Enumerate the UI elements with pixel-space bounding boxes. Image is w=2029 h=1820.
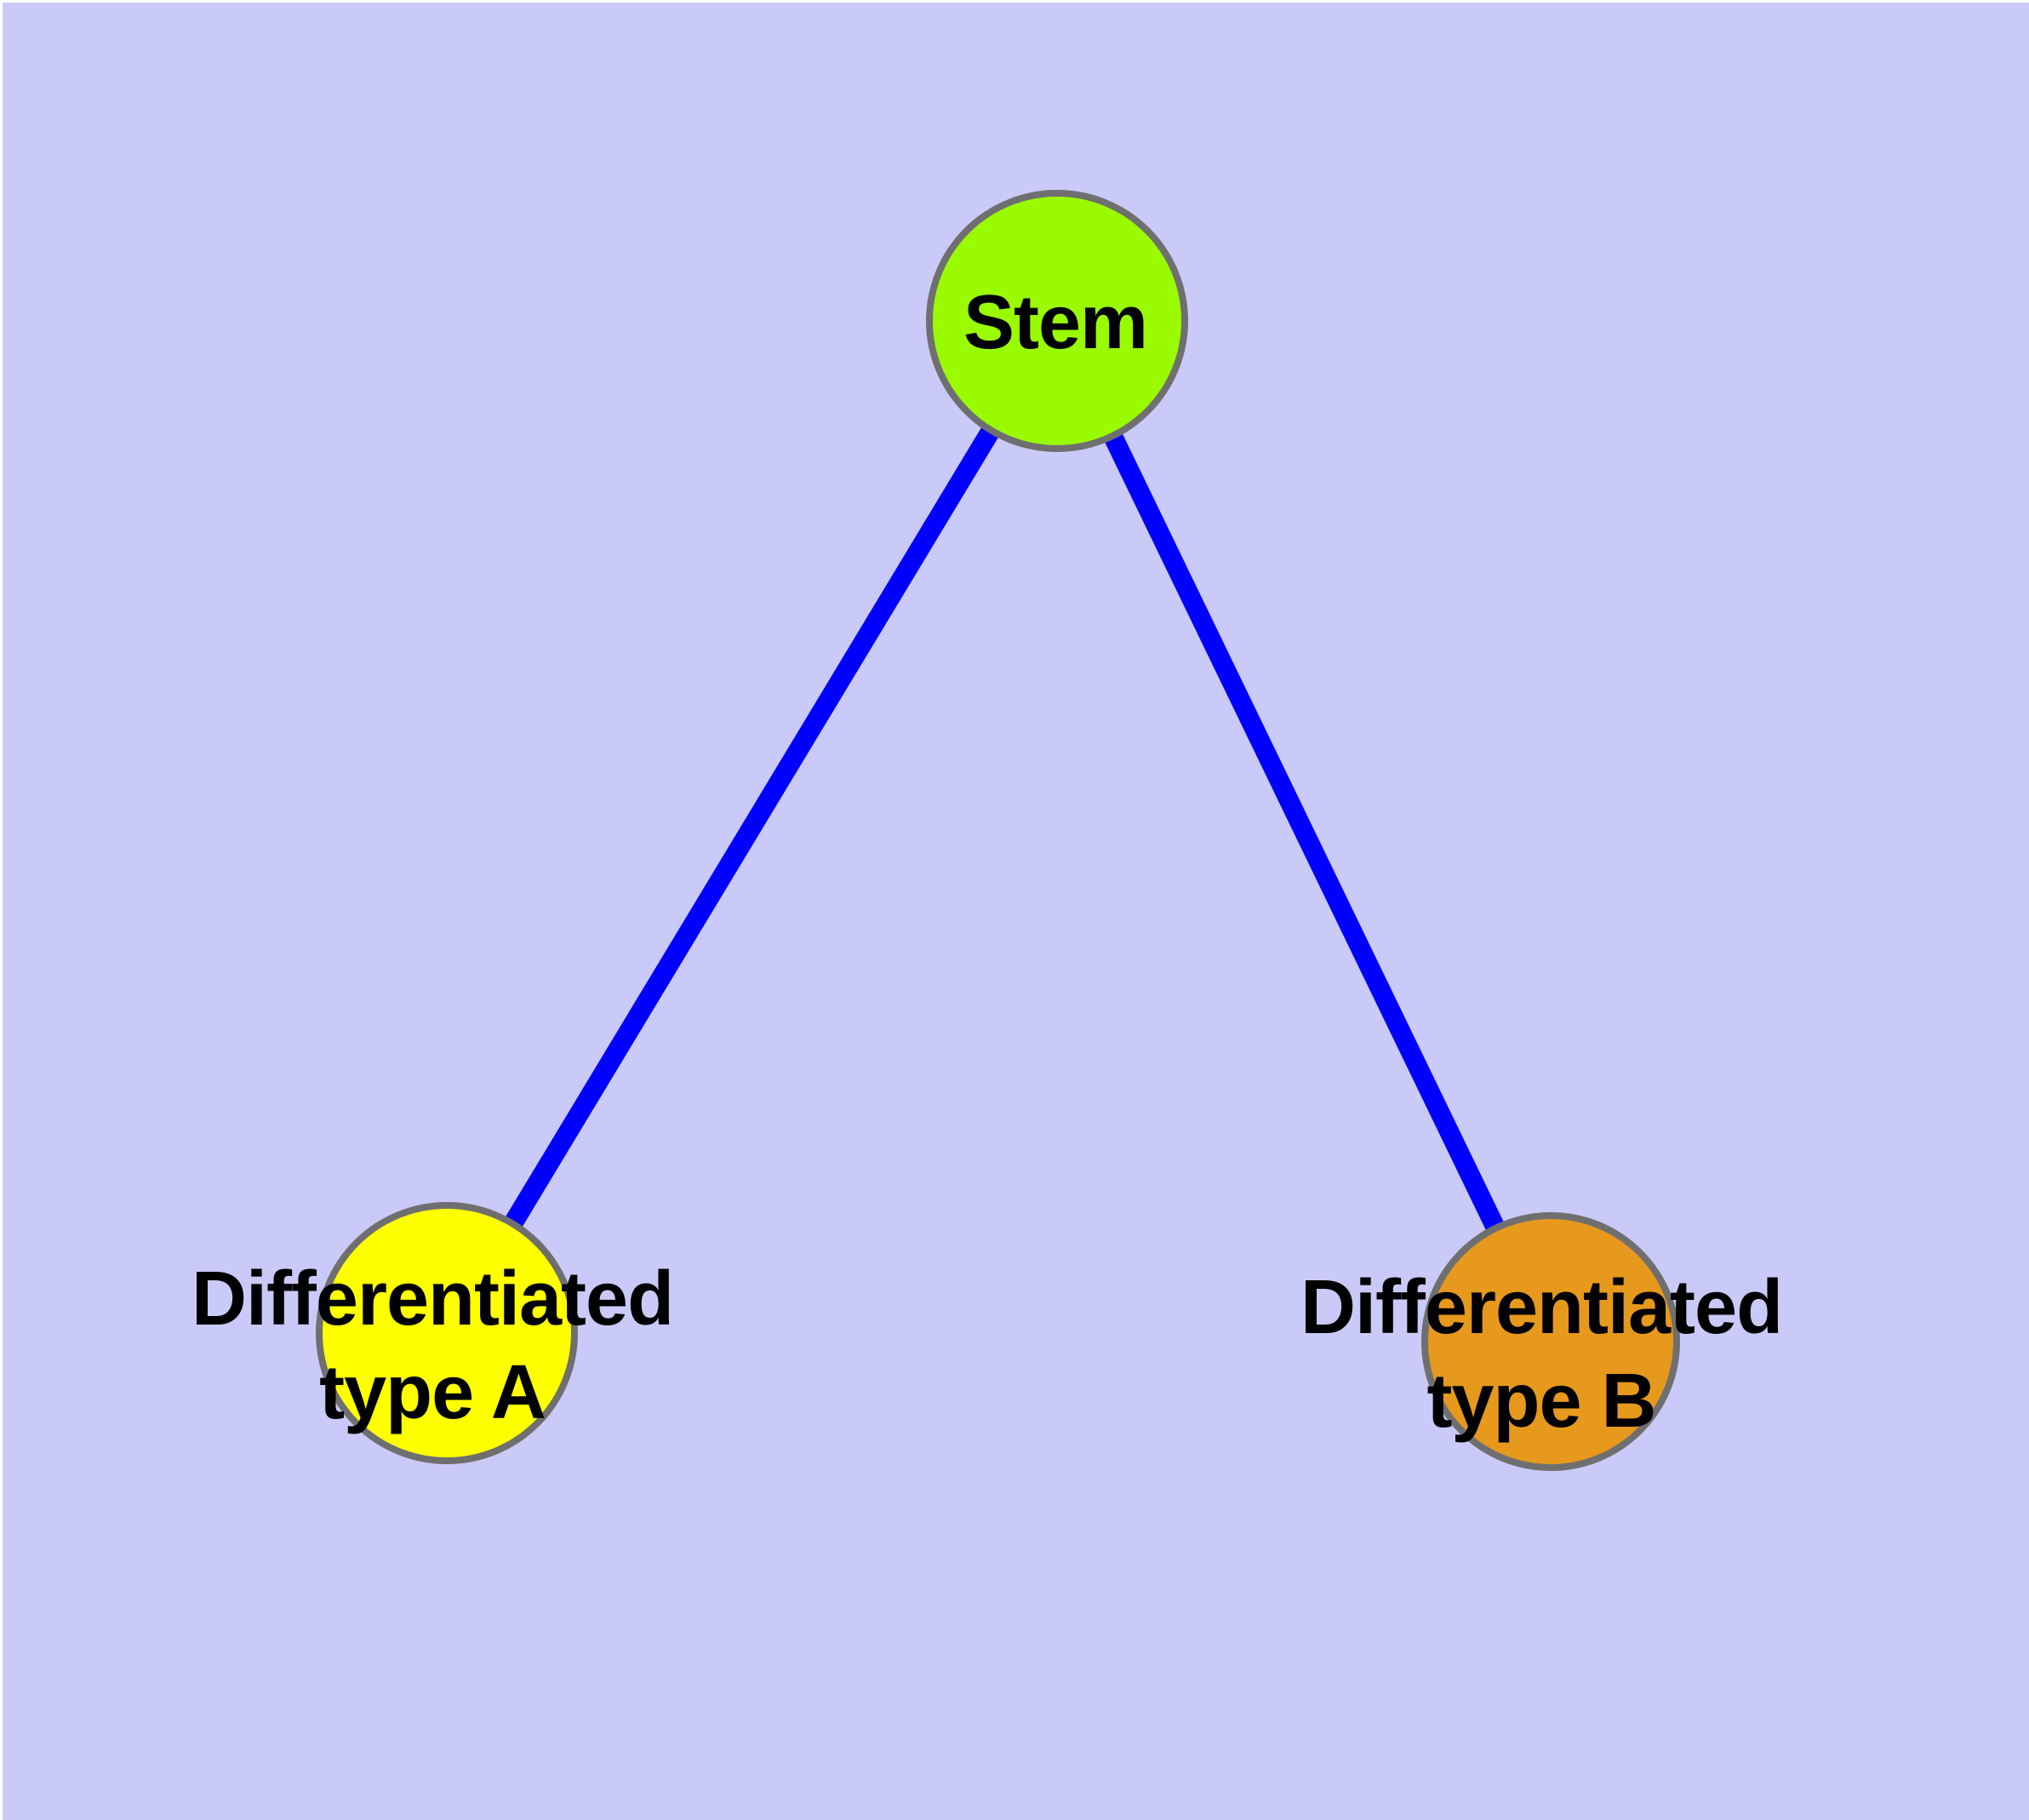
diagram-canvas: Stem Differentiated type A Differentiate… [3, 3, 2029, 1820]
node-type-b-circle [1421, 1212, 1680, 1471]
node-stem-label: Stem [963, 280, 1148, 365]
node-type-a-label: Differentiated type A [191, 1256, 674, 1435]
node-stem-circle [926, 190, 1188, 452]
edge-stem-to-type-b [1048, 316, 1560, 1347]
node-type-a-circle [316, 1202, 578, 1464]
node-type-b-label: Differentiated type B [1300, 1265, 1783, 1444]
edge-stem-to-type-a [438, 316, 1066, 1338]
graph-svg [316, 190, 1680, 1471]
